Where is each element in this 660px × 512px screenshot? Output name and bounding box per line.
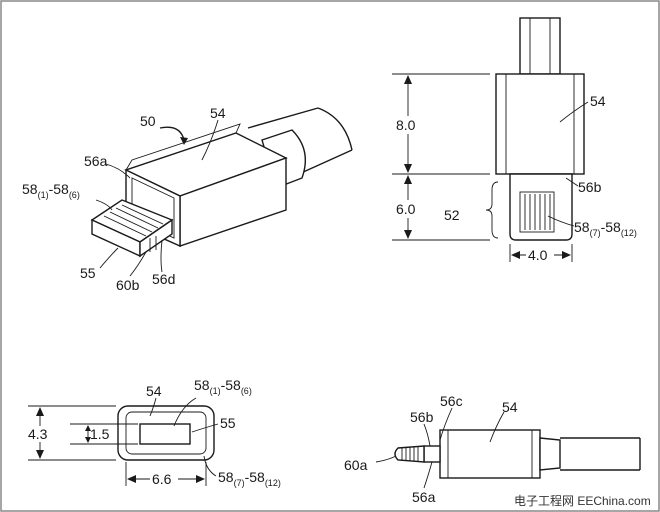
dim-8-ext [392, 73, 490, 175]
front-inner [125, 411, 207, 455]
dim-66-ext [125, 462, 207, 486]
leader-front-54 [149, 397, 157, 417]
leader-58a [95, 199, 113, 211]
leader-side-54 [559, 101, 589, 123]
label-60b: 60b [116, 277, 140, 293]
label-56a-side: 56a [412, 489, 436, 505]
side-view: 8.0 6.0 4.0 54 56b 52 58(7)-58(12) [392, 17, 637, 263]
label-56b: 56b [578, 179, 602, 195]
watermark: 电子工程网 EEChina.com [514, 493, 651, 508]
brace-52 [485, 181, 499, 239]
notch-lines [149, 236, 157, 252]
profile-cable [560, 437, 641, 471]
label-56a: 56a [84, 153, 108, 169]
label-60a: 60a [344, 457, 368, 473]
label-52: 52 [444, 207, 460, 223]
leader-56c [439, 407, 453, 441]
profile-plug-lines [401, 447, 419, 461]
leader-56b-side [423, 423, 431, 447]
profile-relief [539, 437, 561, 471]
label-54: 54 [210, 105, 226, 121]
dim-4-value: 4.0 [528, 247, 548, 263]
profile-view: 56b 56c 54 60a 56a [344, 393, 641, 505]
dim-66-value: 6.6 [152, 471, 172, 487]
dim-6-bg [394, 200, 424, 218]
label-50: 50 [140, 113, 156, 129]
leader-56b [565, 177, 579, 187]
leader-54 [201, 119, 219, 161]
leader-front-55 [191, 423, 219, 433]
leader-56a-side [423, 461, 433, 489]
cable-end [317, 107, 353, 151]
housing-top-lip [125, 123, 241, 171]
label-front-54: 54 [146, 383, 162, 399]
label-front-55: 55 [220, 415, 236, 431]
leader-55 [99, 247, 119, 269]
dim-15-value: 1.5 [90, 426, 110, 442]
front-view: 4.3 1.5 6.6 54 58(1)-58(6) 55 58(7)-58(1… [26, 377, 281, 488]
leader-56a [105, 163, 131, 179]
leader-58c [173, 397, 197, 427]
label-56d: 56d [152, 271, 175, 287]
side-contact-lines [524, 194, 551, 230]
side-cable [519, 17, 561, 75]
label-56c: 56c [440, 393, 463, 409]
side-contact-area [519, 191, 555, 233]
dim-6-value: 6.0 [396, 201, 416, 217]
arrow-50-head [180, 137, 188, 145]
leader-60b [129, 251, 147, 277]
label-58-7-12: 58(7)-58(12) [574, 219, 637, 238]
label-58-7-12-front: 58(7)-58(12) [218, 469, 281, 488]
profile-plug-tip [394, 445, 425, 463]
side-housing [495, 73, 585, 175]
side-cable-lines [529, 18, 551, 74]
arrow-50 [159, 126, 185, 141]
dim-4-ext [509, 244, 573, 262]
label-58-1-6: 58(1)-58(6) [22, 181, 80, 200]
leader-58b [547, 215, 575, 227]
plug-contacts [103, 204, 164, 237]
label-55: 55 [80, 265, 96, 281]
label-profile-54: 54 [502, 399, 518, 415]
dim-43-bg [26, 426, 54, 442]
profile-plug-base [423, 445, 441, 463]
leader-profile-54 [489, 411, 505, 443]
leader-60a [375, 455, 397, 463]
dim-15-ext [70, 423, 138, 445]
leader-58d [203, 455, 217, 477]
dim-4-bg [526, 246, 554, 262]
dim-43-ext [28, 405, 116, 461]
dim-8-bg [394, 116, 424, 134]
dim-66-bg [150, 470, 178, 486]
label-side-54: 54 [590, 93, 606, 109]
leader-56d [160, 239, 163, 273]
label-58-1-6-front: 58(1)-58(6) [194, 377, 252, 396]
side-housing-edges [505, 74, 575, 174]
side-tab [509, 173, 573, 241]
dim-43-value: 4.3 [28, 426, 48, 442]
label-56b-side: 56b [410, 409, 434, 425]
dim-66-arrows [127, 475, 205, 483]
profile-housing [439, 429, 541, 479]
perspective-view: 50 54 56a 58(1)-58(6) 55 60b 56d [22, 105, 353, 293]
front-plug [139, 423, 191, 445]
dim-8-value: 8.0 [396, 117, 416, 133]
dim-15-arrows [85, 425, 91, 443]
profile-housing-edges [447, 430, 533, 478]
